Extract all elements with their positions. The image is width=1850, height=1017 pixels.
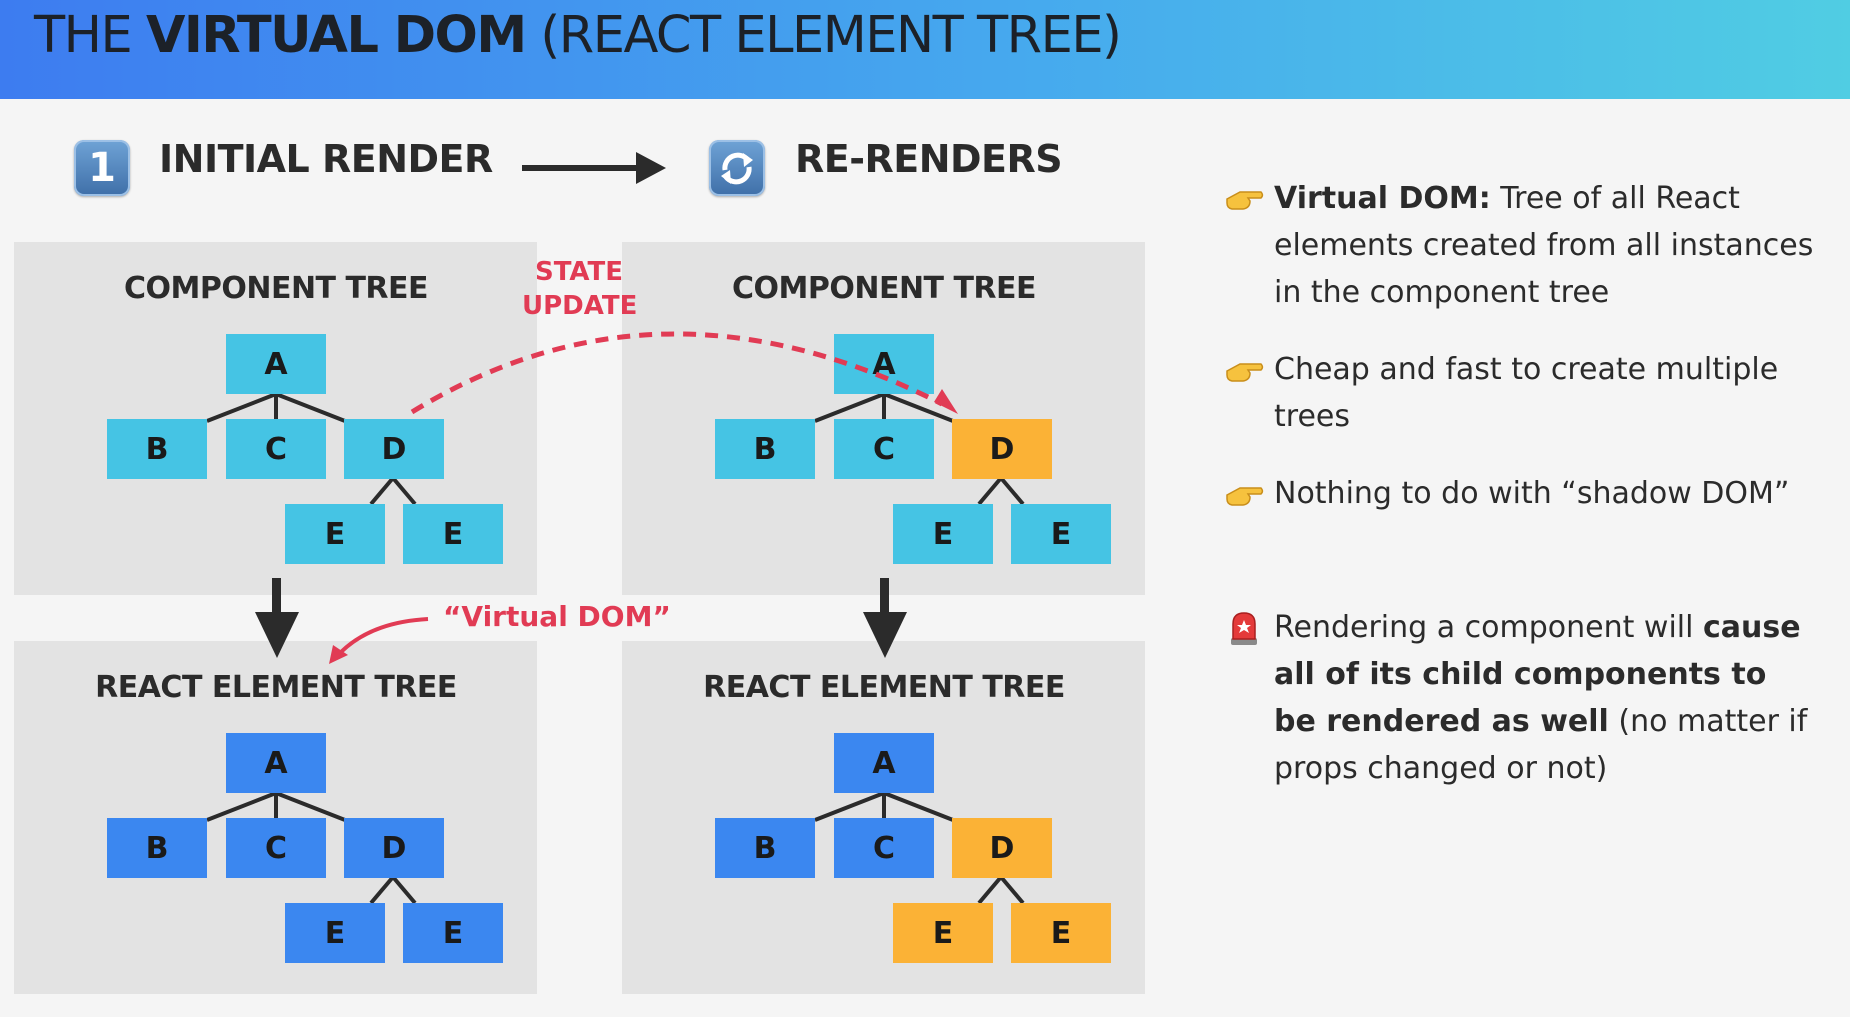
re-renders-label: RE-RENDERS <box>795 137 1063 181</box>
initial-element-node-e1: E <box>285 903 385 963</box>
bullet-shadow-dom-text: Nothing to do with “shadow DOM” <box>1274 476 1790 511</box>
pointing-hand-icon <box>1224 350 1264 390</box>
initial-component-node-b: B <box>107 419 207 479</box>
bullet-cheap-fast: Cheap and fast to create multiple trees <box>1274 346 1814 440</box>
rerender-element-node-a: A <box>834 733 934 793</box>
rerender-component-node-e1: E <box>893 504 993 564</box>
bullet-cheap-fast-text: Cheap and fast to create multiple trees <box>1274 352 1779 434</box>
title-bold: VIRTUAL DOM <box>145 6 527 65</box>
initial-element-node-e2: E <box>403 903 503 963</box>
rerender-element-node-e2: E <box>1011 903 1111 963</box>
rerender-element-node-d: D <box>952 818 1052 878</box>
title-suffix: (REACT ELEMENT TREE) <box>525 6 1122 65</box>
warning-text-bold: cause all of its child components to be … <box>1274 610 1801 739</box>
virtual-dom-label: “Virtual DOM” <box>443 600 671 633</box>
rerender-component-node-e2: E <box>1011 504 1111 564</box>
panel-title-element-initial: REACT ELEMENT TREE <box>95 670 457 705</box>
bullet-virtual-dom-bold: Virtual DOM: <box>1274 181 1491 216</box>
initial-component-node-d: D <box>344 419 444 479</box>
pointing-hand-icon <box>1224 178 1264 218</box>
initial-number: 1 <box>88 145 116 191</box>
rerender-element-node-c: C <box>834 818 934 878</box>
rerender-element-node-b: B <box>715 818 815 878</box>
rerender-component-node-d: D <box>952 419 1052 479</box>
initial-render-label: INITIAL RENDER <box>159 137 493 181</box>
initial-element-node-c: C <box>226 818 326 878</box>
pointing-hand-icon <box>1224 474 1264 514</box>
panel-title-component-initial: COMPONENT TREE <box>123 271 429 306</box>
rerender-component-node-a: A <box>834 334 934 394</box>
panel-title-element-rerender: REACT ELEMENT TREE <box>703 670 1065 705</box>
refresh-icon <box>709 140 765 196</box>
warning-text-post: (no matter if props changed or not) <box>1274 704 1808 786</box>
header-bar: THE VIRTUAL DOM (REACT ELEMENT TREE) <box>0 0 1850 99</box>
rerender-component-node-c: C <box>834 419 934 479</box>
panel-title-component-rerender: COMPONENT TREE <box>731 271 1037 306</box>
number-one-badge-icon: 1 <box>74 140 130 196</box>
initial-element-node-d: D <box>344 818 444 878</box>
initial-component-node-e1: E <box>285 504 385 564</box>
initial-component-node-e2: E <box>403 504 503 564</box>
initial-element-node-a: A <box>226 733 326 793</box>
title-prefix: THE <box>34 6 146 65</box>
bullet-virtual-dom: Virtual DOM: Tree of all React elements … <box>1274 175 1814 316</box>
bullet-shadow-dom: Nothing to do with “shadow DOM” <box>1274 470 1850 517</box>
siren-icon <box>1224 608 1264 648</box>
bullet-virtual-dom-text: Tree of all React elements created from … <box>1274 181 1814 310</box>
initial-component-node-a: A <box>226 334 326 394</box>
rerender-component-node-b: B <box>715 419 815 479</box>
rerender-element-node-e1: E <box>893 903 993 963</box>
warning-render-children: Rendering a component will cause all of … <box>1274 604 1814 792</box>
state-update-label: STATE UPDATE <box>522 257 638 321</box>
warning-text-pre: Rendering a component will <box>1274 610 1703 645</box>
page-title: THE VIRTUAL DOM (REACT ELEMENT TREE) <box>34 5 1122 67</box>
initial-element-node-b: B <box>107 818 207 878</box>
initial-component-node-c: C <box>226 419 326 479</box>
